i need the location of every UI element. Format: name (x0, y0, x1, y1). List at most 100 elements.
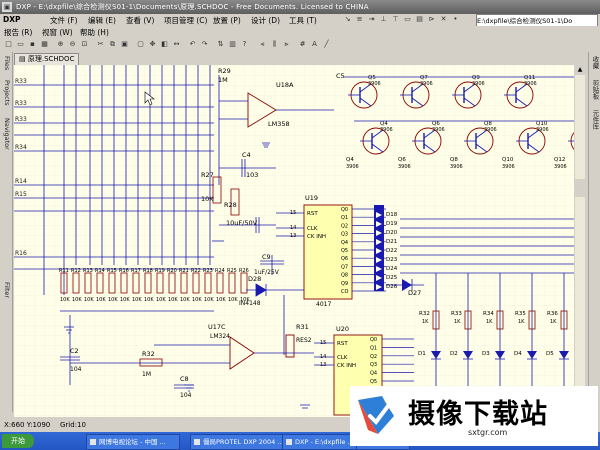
standard-toolbar: □ ▭ ▪ ▦ ⊕ ⊖ ⊡ ✂ ⧉ ▣ ▢ ✥ ◧ ↔ ↶ ↷ ⇅ ▥ ? ⫷ … (0, 38, 600, 52)
start-button[interactable]: 开始 (2, 434, 34, 448)
vertical-scrollbar[interactable]: ▲ (575, 65, 585, 417)
redo-icon[interactable]: ↷ (201, 40, 208, 48)
dxp-app-icon[interactable]: ▣ (2, 2, 12, 12)
task-item[interactable]: 僵局PROTEL DXP 2004 ... (190, 434, 286, 450)
menu-place[interactable]: 放置 (P) (213, 16, 241, 25)
menu-project[interactable]: 项目管理 (C) (164, 16, 208, 25)
transistor-part: 3906 (554, 164, 567, 170)
save-icon[interactable]: ▪ (30, 40, 35, 48)
junction-icon[interactable]: • (453, 15, 458, 23)
port-icon[interactable]: ⊳ (428, 15, 435, 23)
cut-icon[interactable]: ✂ (97, 40, 104, 48)
move-icon[interactable]: ✥ (149, 40, 156, 48)
led-resistor-val: 1K (518, 319, 525, 325)
scroll-up-icon[interactable]: ▲ (575, 65, 585, 75)
help-icon[interactable]: ? (242, 40, 247, 48)
led-diode (527, 351, 537, 359)
panel-tab-navigator[interactable]: Navigator (3, 118, 11, 150)
menu-design[interactable]: 设计 (D) (251, 16, 281, 25)
zoom-out-icon[interactable]: ⊖ (69, 40, 76, 48)
panel-tab-projects[interactable]: Projects (3, 80, 11, 106)
menu-tools[interactable]: 工具 (T) (289, 16, 317, 25)
array-resistor-val: 10K (144, 297, 154, 303)
zoom-in-icon[interactable]: ⊕ (57, 40, 64, 48)
new-icon[interactable]: □ (5, 40, 12, 48)
align-center-icon[interactable]: ⫼ (272, 40, 277, 48)
panel-tab-favorites[interactable]: 收藏 (591, 56, 599, 69)
no-erc-icon[interactable]: ✕ (440, 15, 447, 23)
d27-ref: D27 (408, 289, 421, 297)
led-resistor-ref: R35 (515, 311, 526, 317)
transistor-array: Q53906Q73906Q93906Q113906Q43906Q63906Q83… (346, 75, 574, 170)
menu-edit[interactable]: 编辑 (E) (88, 16, 116, 25)
hierarchy-icon[interactable]: ⇅ (217, 40, 224, 48)
select-icon[interactable]: ▢ (137, 40, 144, 48)
open-icon[interactable]: ▭ (17, 40, 24, 48)
panel-tab-filter[interactable]: Filter (3, 282, 11, 299)
r31-val: RES2 (296, 337, 312, 344)
vcc-icon[interactable]: ⊤ (392, 15, 399, 23)
u19-output-pin: Q3 (341, 232, 348, 238)
array-resistor-ref: R24 (215, 268, 225, 274)
u20-pin-number: 15 (320, 340, 326, 346)
paste-icon[interactable]: ▣ (121, 40, 128, 48)
panel-tab-files[interactable]: Files (3, 56, 11, 71)
watermark-banner: 摄像下载站 sxtgr.com (350, 386, 598, 446)
menu-window[interactable]: 视窗 (W) (42, 28, 73, 37)
r29-ref: R29 (218, 67, 231, 75)
u19-output-pin: Q0 (341, 207, 348, 213)
menu-help[interactable]: 帮助 (H) (80, 28, 109, 37)
net-label-icon[interactable]: ⇥ (368, 15, 375, 23)
line-icon[interactable]: ╱ (324, 40, 329, 48)
print-icon[interactable]: ▦ (41, 40, 48, 48)
part-icon[interactable]: ▭ (404, 15, 411, 23)
menu-reports[interactable]: 报告 (R) (4, 28, 33, 37)
sheet-symbol-icon[interactable]: ▤ (416, 15, 423, 23)
panel-tab-clipboard[interactable]: 剪贴板 (591, 80, 599, 100)
u19-output-pin: CO (341, 289, 348, 295)
align-right-icon[interactable]: ⫸ (284, 40, 289, 48)
lower-left-passives (60, 356, 194, 389)
menu-view[interactable]: 查看 (V) (126, 16, 155, 25)
array-resistor-val: 10K (168, 297, 178, 303)
status-grid: Grid:10 (60, 421, 86, 429)
grid-background (14, 65, 574, 417)
diode-bar-body (374, 205, 384, 291)
text-icon[interactable]: A (312, 40, 317, 48)
u20-output-pin: Q2 (370, 354, 377, 360)
grid-icon[interactable]: # (299, 40, 306, 48)
array-resistor-val: 10K (132, 297, 142, 303)
deselect-icon[interactable]: ◧ (161, 40, 168, 48)
u19-output-pin: Q5 (341, 248, 348, 254)
led-ref: D1 (418, 351, 426, 357)
panel-tab-libraries[interactable]: 元件库 (591, 110, 599, 130)
align-left-icon[interactable]: ⫷ (260, 40, 265, 48)
bus-icon[interactable]: ≡ (356, 15, 363, 23)
transistor-ref: Q9 (472, 75, 480, 81)
menu-dxp[interactable]: DXP (3, 15, 21, 24)
led-resistor-val: 1K (454, 319, 461, 325)
left-net-labels: R33 R33 R33 R34 R14 R15 R16 (15, 78, 27, 257)
array-resistor-ref: R13 (83, 268, 93, 274)
undo-icon[interactable]: ↶ (189, 40, 196, 48)
scroll-thumb[interactable] (575, 179, 585, 197)
u19-output-pin: Q7 (341, 264, 348, 270)
library-icon[interactable]: ▥ (229, 40, 236, 48)
copy-icon[interactable]: ⧉ (110, 40, 115, 48)
led-resistor-ref: R34 (483, 311, 494, 317)
document-tab[interactable]: ▤ 原理.SCHDOC (14, 53, 80, 65)
zoom-fit-icon[interactable]: ⊡ (81, 40, 88, 48)
power-port-icon[interactable]: ⊥ (380, 15, 387, 23)
task-item[interactable]: 网博电视论坛 - 中国 ... (86, 434, 180, 450)
led-ref: D3 (482, 351, 490, 357)
transistor-part: 3906 (536, 127, 549, 133)
menu-file[interactable]: 文件 (F) (50, 16, 78, 25)
transistor-part: 3906 (432, 127, 445, 133)
cross-probe-icon[interactable]: ↔ (173, 40, 180, 48)
wire-icon[interactable]: ↘ (344, 15, 351, 23)
u20-output-pin: Q5 (370, 379, 377, 385)
